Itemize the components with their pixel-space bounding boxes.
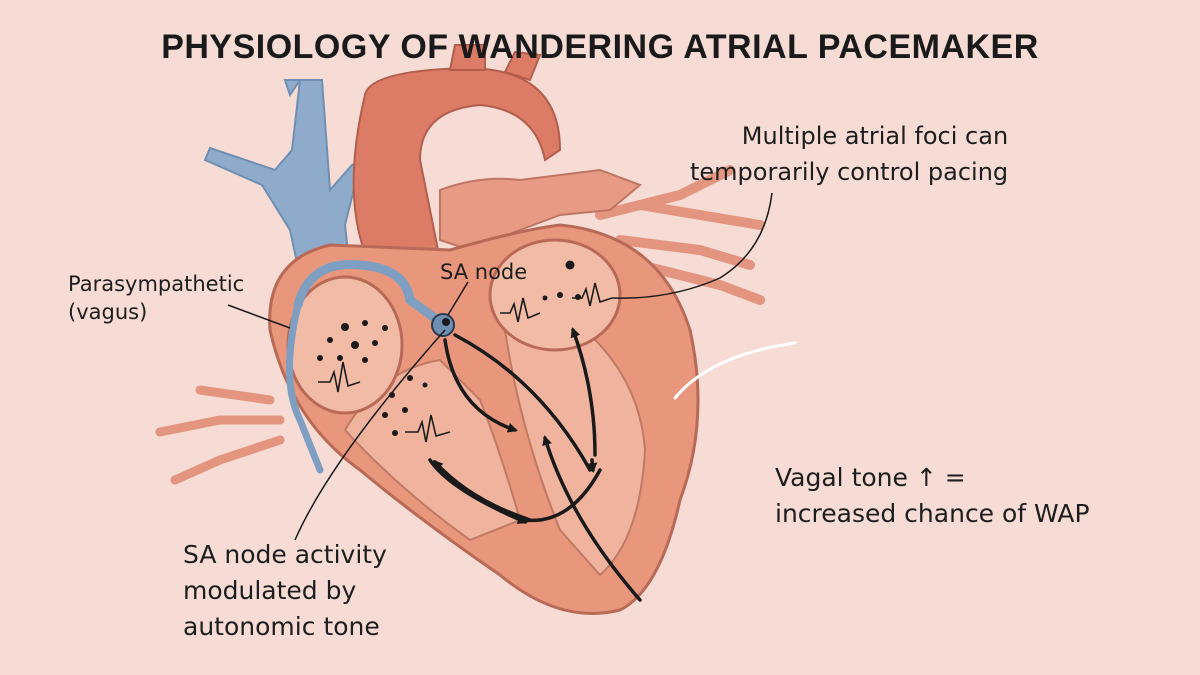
vagus-nerve <box>293 260 445 327</box>
autonomic-line3: autonomic tone <box>183 612 380 641</box>
left-ventricle <box>503 329 647 577</box>
autonomic-line2: modulated by <box>183 576 357 605</box>
parasympathetic-label: Parasympathetic (vagus) <box>68 270 244 326</box>
pulmonary-vessels <box>595 165 765 305</box>
vagal-tone-line1: Vagal tone ↑ = <box>775 463 966 492</box>
vagal-tone-line2: increased chance of WAP <box>775 499 1090 528</box>
left-atrium <box>488 238 622 352</box>
multiple-foci-line2: temporarily control pacing <box>690 158 1009 186</box>
ecg-squiggles <box>318 282 613 443</box>
multiple-foci-label: Multiple atrial foci can temporarily con… <box>690 118 1008 190</box>
page-title: PHYSIOLOGY OF WANDERING ATRIAL PACEMAKER <box>161 28 1039 66</box>
vagal-tone-label: Vagal tone ↑ = increased chance of WAP <box>775 460 1090 532</box>
autonomic-label: SA node activity modulated by autonomic … <box>183 537 387 645</box>
left-branches <box>155 385 285 485</box>
conduction-paths <box>428 327 642 602</box>
parasympathetic-line2: (vagus) <box>68 300 148 324</box>
atrial-foci-right <box>317 320 428 436</box>
parasympathetic-line1: Parasympathetic <box>68 272 245 296</box>
highlight-stroke <box>673 341 797 400</box>
pulmonary-trunk <box>439 168 642 252</box>
multiple-foci-line1: Multiple atrial foci can <box>741 122 1009 150</box>
sa-node-label: SA node <box>440 260 528 284</box>
atrial-foci-left <box>542 260 581 301</box>
leader-lines <box>227 192 773 541</box>
autonomic-line1: SA node activity <box>183 540 387 569</box>
aorta <box>352 44 562 267</box>
